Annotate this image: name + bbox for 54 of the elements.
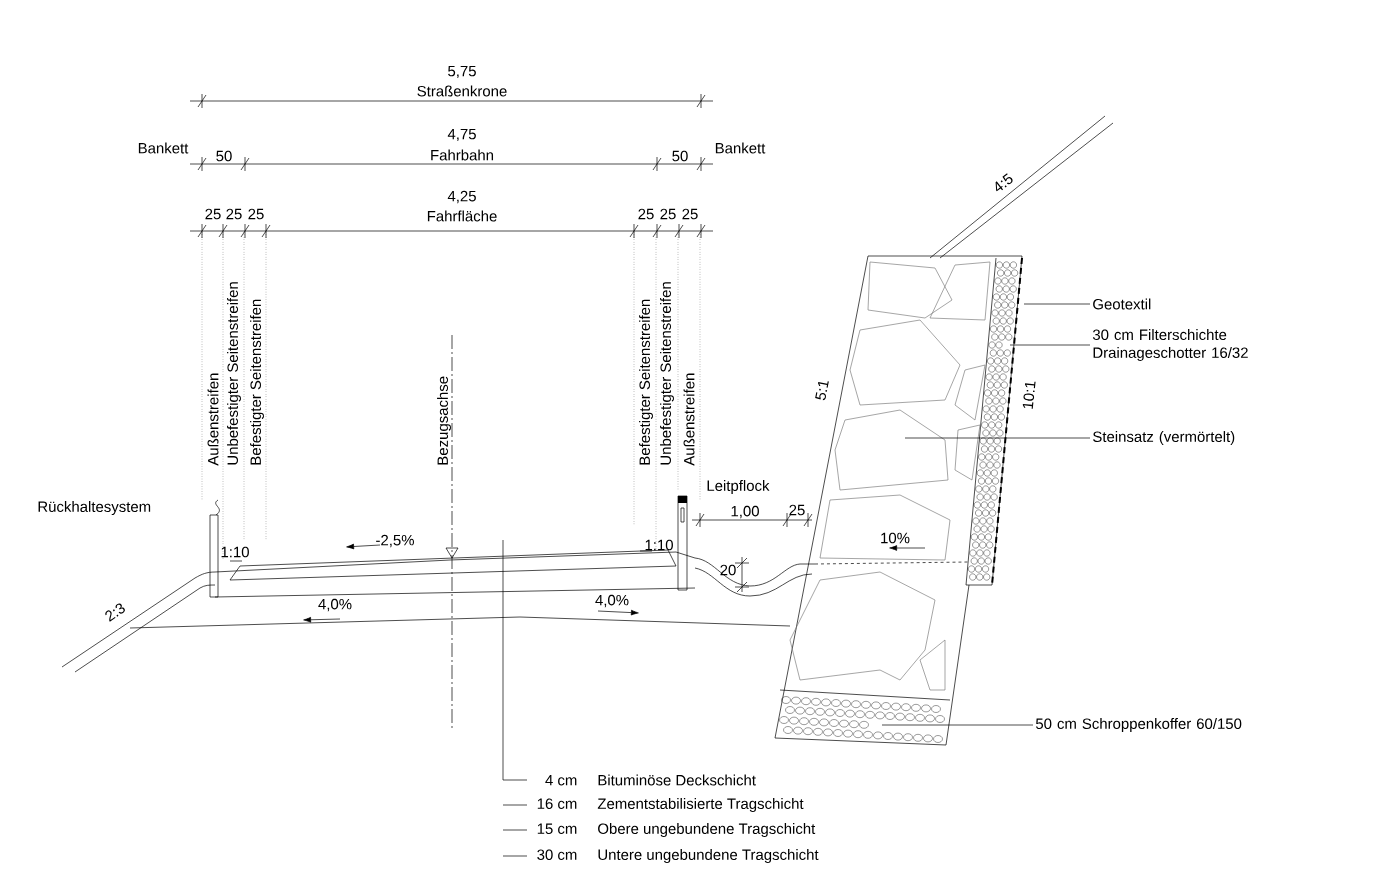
dimension-text: 20 (720, 564, 736, 576)
dimension-text: 25 (205, 208, 221, 220)
dimension-label: Straßenkrone (417, 85, 507, 97)
leader-line (502, 804, 528, 806)
dimension-text: 5,75 (448, 65, 476, 79)
leader-text: 16 cm Zementstabilisierte Tragschicht (537, 798, 804, 812)
slope-label: 10% (881, 532, 910, 544)
barrier-label: Rückhaltesystem (38, 501, 151, 515)
leader-line (502, 829, 528, 831)
strip-label: Befestigter Seitenstreifen (639, 299, 653, 465)
leader-text: 4 cm Bituminöse Deckschicht (545, 774, 756, 786)
dimension-text: 1,00 (731, 505, 759, 519)
strip-label: Außenstreifen (207, 373, 219, 466)
section-label: Bankett (138, 142, 189, 154)
dimension-text: 25 (789, 504, 805, 516)
dimension-text: 4,25 (447, 190, 476, 204)
slope-label: 2:3 (105, 603, 125, 622)
slope-label: 10:1 (1022, 381, 1036, 409)
strip-label: Außenstreifen (683, 373, 695, 466)
strip-label: Befestigter Seitenstreifen (250, 299, 264, 465)
slope-label: 5:1 (815, 381, 829, 401)
slope-label: 4,0% (595, 594, 629, 608)
leader-line (502, 855, 528, 857)
leader-text: 15 cm Obere ungebundene Tragschicht (537, 823, 816, 837)
leader-text: Steinsatz (vermörtelt) (1093, 431, 1235, 445)
leader-text: 50 cm Schroppenkoffer 60/150 (1035, 718, 1242, 732)
dimension-text: 4,75 (447, 128, 476, 142)
dimension-text: 25 (226, 208, 242, 220)
slope-label: 1:10 (221, 546, 249, 558)
strip-label: Unbefestigter Seitenstreifen (660, 282, 674, 465)
leader-line (502, 779, 528, 781)
strip-label: Unbefestigter Seitenstreifen (227, 282, 241, 465)
dimension-text: 25 (638, 208, 654, 220)
leader-text: 30 cm Untere ungebundene Tragschicht (537, 849, 819, 863)
dimension-text: 25 (248, 208, 264, 220)
post-label: Leitpflock (707, 480, 770, 494)
slope-label: 4,0% (318, 598, 352, 612)
leader-line (881, 724, 1034, 726)
dimension-text: 25 (682, 208, 698, 220)
dimension-text: 50 (216, 150, 232, 162)
section-label: Bankett (715, 142, 766, 154)
leader-text: 30 cm Filterschichte Drainageschotter 16/32 (1092, 329, 1248, 361)
axis-label: Bezugsachse (437, 376, 451, 465)
dimension-label: Fahrbahn (431, 149, 493, 161)
leader-text: Geotextil (1093, 298, 1151, 310)
leader-line (1023, 303, 1091, 305)
dimension-label: Fahrfläche (427, 210, 497, 222)
dimension-text: 50 (672, 150, 688, 162)
leader-line (904, 437, 1091, 439)
slope-label: 4:5 (995, 173, 1013, 192)
dimension-text: 25 (660, 208, 676, 220)
slope-label: 1:10 (645, 539, 673, 551)
leader-line (1009, 344, 1091, 346)
slope-label: -2,5% (376, 534, 414, 548)
